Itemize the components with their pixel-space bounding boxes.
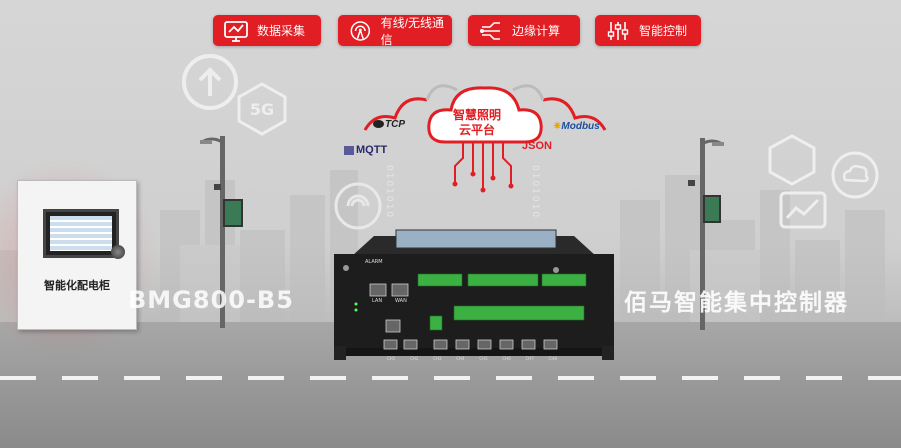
lan-port-label: LAN bbox=[372, 298, 383, 304]
binary-stream-decoration: 0101010 bbox=[530, 165, 540, 220]
json-protocol-label: JSON bbox=[522, 140, 552, 152]
feature-button-smart-control[interactable]: 智能控制 bbox=[595, 15, 701, 46]
distribution-cabinet: 智能化配电柜 bbox=[17, 180, 137, 330]
upload-arrow-bg-icon bbox=[182, 54, 238, 110]
cabinet-screen bbox=[43, 209, 119, 258]
cloud-platform-graphic bbox=[363, 84, 607, 193]
modbus-star-icon: ✷ bbox=[553, 121, 562, 132]
cloud-bg-icon bbox=[831, 151, 879, 199]
svg-text:5G: 5G bbox=[250, 100, 274, 119]
lane-marking bbox=[0, 376, 901, 380]
edge-network-icon bbox=[480, 21, 500, 40]
wireless-bg-icon bbox=[334, 182, 382, 230]
control-sliders-icon bbox=[607, 21, 629, 40]
tcp-logo-icon bbox=[373, 120, 384, 129]
feature-button-label: 有线/无线通信 bbox=[380, 15, 444, 47]
wireless-signal-icon bbox=[350, 20, 371, 41]
feature-button-communication[interactable]: 有线/无线通信 bbox=[338, 15, 452, 47]
smart-street-light-right bbox=[688, 138, 724, 330]
product-model-text: BMG800-B5 bbox=[128, 286, 294, 314]
cloud-platform-title: 智慧照明 云平台 bbox=[452, 108, 501, 137]
feature-button-edge-computing[interactable]: 边缘计算 bbox=[468, 15, 580, 46]
feature-button-label: 边缘计算 bbox=[512, 24, 561, 38]
feature-button-label: 数据采集 bbox=[257, 24, 306, 38]
wan-port-label: WAN bbox=[395, 298, 407, 304]
cabinet-label: 智能化配电柜 bbox=[44, 280, 110, 292]
alarm-indicator-label: ALARM bbox=[365, 259, 383, 265]
feature-button-label: 智能控制 bbox=[639, 24, 688, 38]
bmg800-controller-device bbox=[334, 229, 614, 360]
mqtt-logo-icon bbox=[344, 145, 354, 155]
modbus-protocol-label: ✷Modbus bbox=[553, 121, 600, 132]
smart-street-light-left bbox=[200, 136, 243, 328]
tcp-protocol-label: TCP bbox=[373, 119, 405, 130]
binary-stream-decoration: 0101010 bbox=[384, 165, 394, 220]
chart-monitor-icon bbox=[224, 20, 248, 42]
network-bg-icon bbox=[768, 134, 816, 186]
trend-bg-icon bbox=[779, 191, 827, 229]
product-name-text: 佰马智能集中控制器 bbox=[624, 290, 849, 316]
5g-bg-icon: 5G bbox=[237, 82, 287, 136]
mqtt-protocol-label: MQTT bbox=[344, 144, 387, 156]
feature-button-data-collection[interactable]: 数据采集 bbox=[213, 15, 321, 46]
cabinet-lock-knob bbox=[111, 245, 125, 259]
